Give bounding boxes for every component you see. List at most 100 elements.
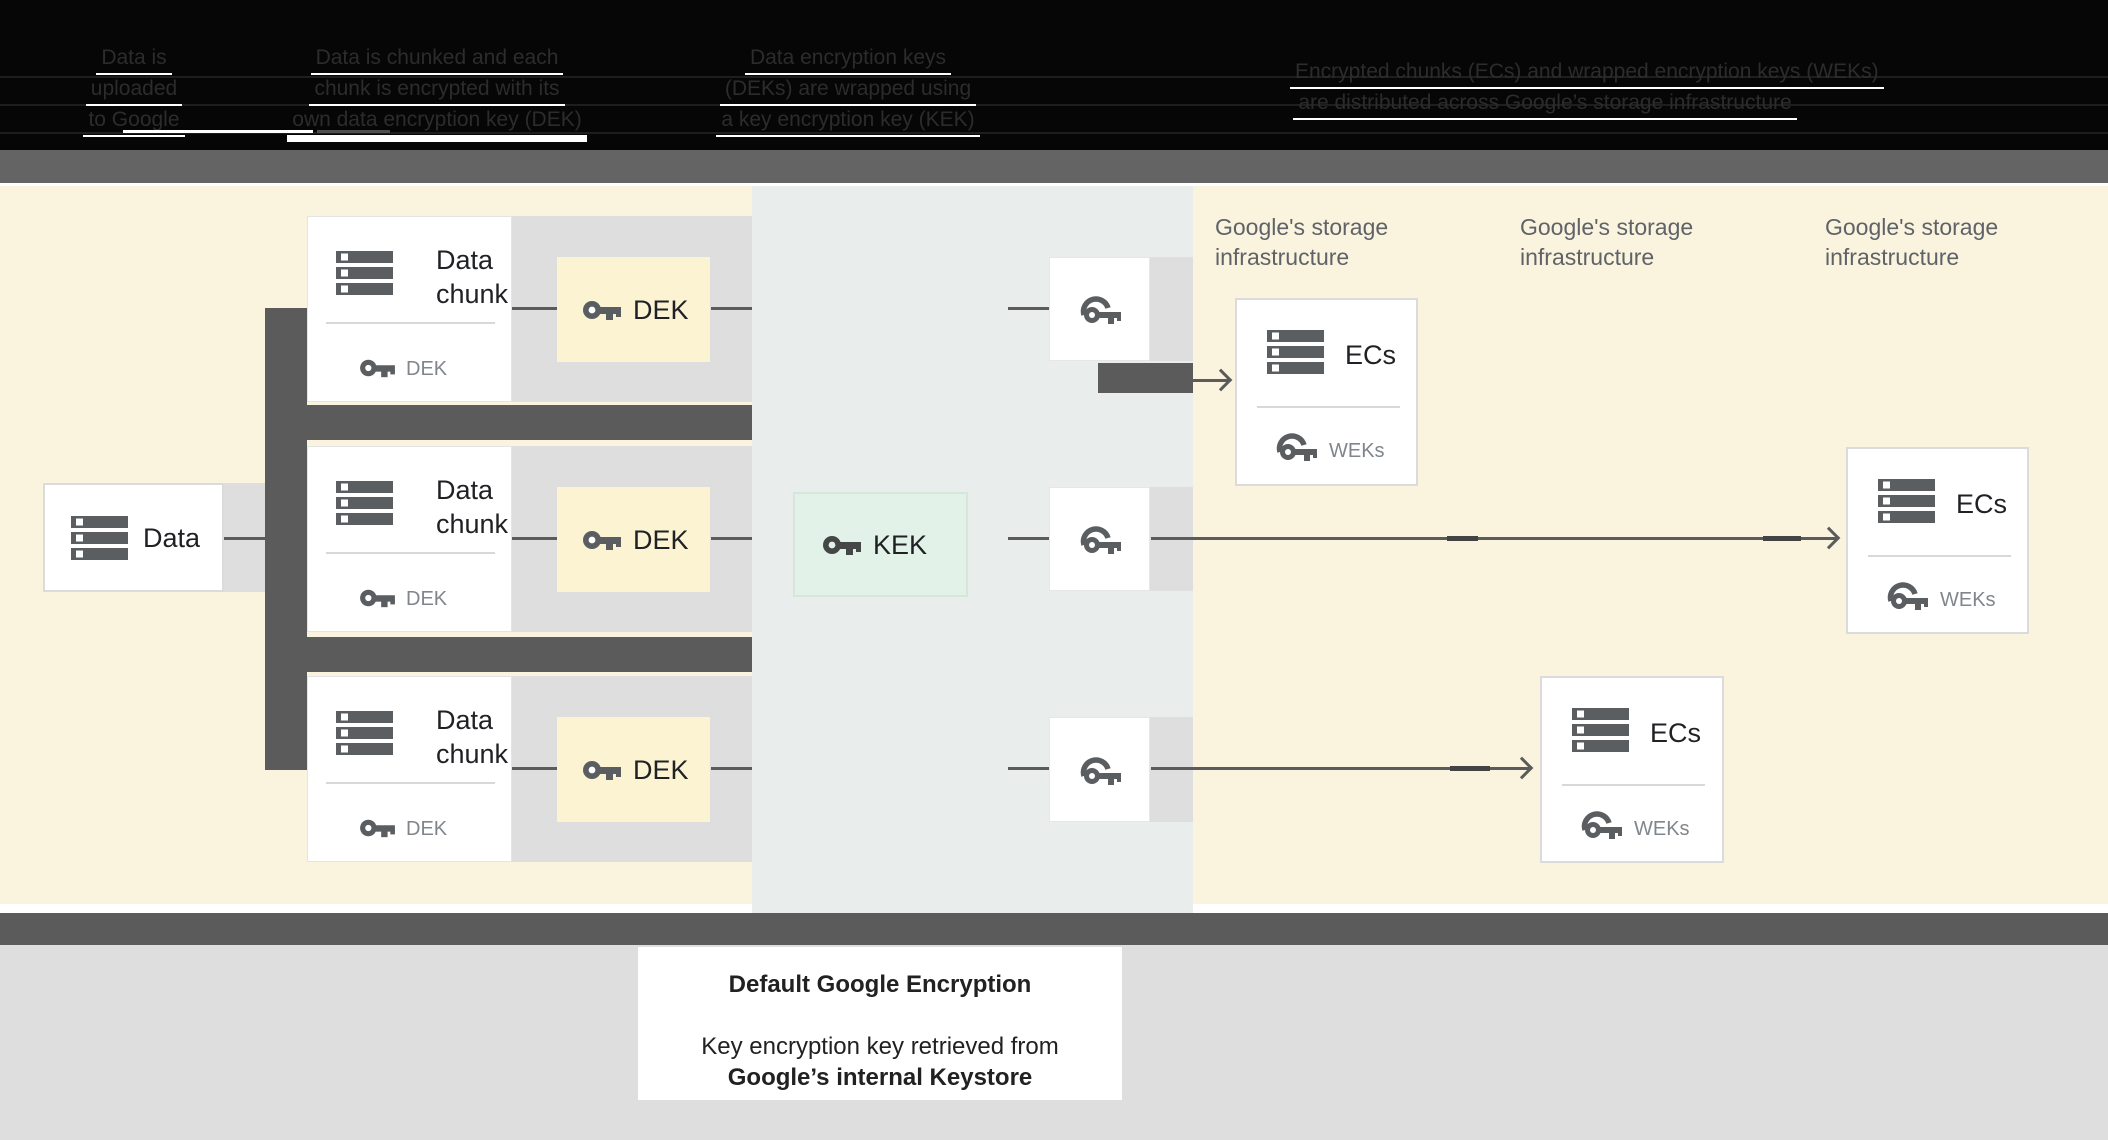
data-chunk-box: Data chunk DEK	[307, 216, 512, 402]
note-wrapping: Data encryption keys (DEKs) are wrapped …	[688, 44, 1008, 137]
chunk-key-label: DEK	[406, 588, 448, 610]
wrapped-key-icon	[1080, 296, 1121, 324]
header-artifact-dash	[123, 130, 313, 133]
ecs-title: ECs	[1956, 489, 2008, 519]
chunk-key-label: DEK	[406, 818, 448, 840]
wrapped-key-icon	[1276, 433, 1317, 461]
dek-box: DEK	[557, 717, 710, 822]
key1-in-line	[1008, 307, 1049, 310]
data-box: Data	[43, 483, 224, 592]
dek-label: DEK	[633, 295, 689, 325]
divider	[326, 552, 495, 554]
key-icon	[823, 536, 861, 555]
divider	[1257, 406, 1400, 408]
key-icon	[360, 359, 395, 378]
wrapped-key-icon	[1581, 811, 1622, 839]
wrapped-key-box	[1049, 257, 1150, 361]
server-icon	[336, 481, 393, 525]
storage-label: Google's storage infrastructure	[1520, 214, 1694, 270]
wrapped-key-box	[1049, 717, 1150, 822]
bottom-divider-band	[0, 913, 2108, 945]
note-line: a key encryption key (KEK)	[716, 106, 980, 137]
header-artifact-dash	[317, 130, 390, 133]
ecs-key-label: WEKs	[1329, 440, 1385, 462]
dek-box: DEK	[557, 487, 710, 592]
data-chunk-box: Data chunk DEK	[307, 446, 512, 632]
ecs-box: ECs WEKs	[1235, 298, 1418, 486]
wrapped-key-icon	[1887, 582, 1928, 610]
note-line: uploaded	[85, 75, 183, 106]
server-icon	[336, 251, 393, 295]
divider	[1562, 784, 1705, 786]
dek-label: DEK	[633, 755, 689, 785]
row-gap-bar-1	[307, 405, 752, 440]
caption-title: Default Google Encryption	[728, 971, 1032, 998]
key-icon	[583, 761, 621, 780]
key-icon	[360, 819, 395, 838]
header-rule	[0, 132, 2108, 134]
divider	[1868, 555, 2011, 557]
caption-line-bold: Google’s internal Keystore	[727, 1064, 1033, 1091]
wrapped-key-out-bar	[1098, 363, 1193, 393]
chunk3-to-dek-line	[512, 767, 557, 770]
dek2-out-line	[711, 537, 752, 540]
top-divider-band	[0, 150, 2108, 183]
note-line: to Google	[83, 106, 185, 137]
data-to-bar-line	[224, 537, 267, 540]
ecs-box: ECs WEKs	[1540, 676, 1724, 863]
chunk2-to-dek-line	[512, 537, 557, 540]
key3-in-line	[1008, 767, 1049, 770]
dek-label: DEK	[633, 525, 689, 555]
note-line: (DEKs) are wrapped using	[719, 75, 977, 106]
chunk1-to-dek-line	[512, 307, 557, 310]
arrow2-splice	[1763, 536, 1801, 541]
note-line: Data is chunked and each	[310, 44, 564, 75]
row-gap-bar-2	[307, 637, 752, 672]
note-line: Data is	[96, 44, 172, 75]
kek-box: KEK	[793, 492, 968, 597]
header-notes-band: Data is uploaded to Google Data is chunk…	[0, 0, 2108, 150]
wrapped-key-box	[1049, 487, 1150, 591]
note-line: are distributed across Google’s storage …	[1293, 89, 1797, 120]
arrow3-line	[1151, 767, 1529, 770]
chunk-title: Data chunk	[436, 245, 509, 309]
note-line: Encrypted chunks (ECs) and wrapped encry…	[1290, 58, 1884, 89]
ecs-box: ECs WEKs	[1846, 447, 2029, 634]
key-icon	[583, 301, 621, 320]
dek3-out-line	[711, 767, 752, 770]
divider	[326, 322, 495, 324]
dek-box: DEK	[557, 257, 710, 362]
storage-label: Google's storage infrastructure	[1215, 214, 1389, 270]
arrow3-splice	[1450, 766, 1490, 771]
caption-line: Key encryption key retrieved from	[701, 1033, 1059, 1060]
fanout-vertical-bar	[265, 308, 307, 770]
wrapped-key-icon	[1080, 526, 1121, 554]
chunk-title: Data chunk	[436, 475, 509, 539]
server-icon	[71, 516, 128, 560]
arrow2-splice	[1447, 536, 1478, 541]
note-distribution: Encrypted chunks (ECs) and wrapped encry…	[1290, 58, 1884, 120]
key-icon	[360, 589, 395, 608]
ecs-title: ECs	[1650, 718, 1702, 748]
header-rule	[0, 76, 2108, 78]
server-icon	[1878, 479, 1935, 523]
wrapped-key-icon	[1080, 756, 1121, 785]
key2-in-line	[1008, 537, 1049, 540]
ecs-key-label: WEKs	[1634, 818, 1690, 840]
server-icon	[1267, 330, 1324, 374]
chunk-title: Data chunk	[436, 705, 509, 769]
key-icon	[583, 531, 621, 550]
header-rule	[0, 104, 2108, 106]
note-upload: Data is uploaded to Google	[59, 44, 209, 137]
server-icon	[336, 711, 393, 755]
arrow2-line	[1151, 537, 1836, 540]
arrow1-line	[1193, 379, 1228, 382]
storage-label: Google's storage infrastructure	[1825, 214, 1999, 270]
chunk-key-label: DEK	[406, 358, 448, 380]
dek1-out-line	[711, 307, 752, 310]
data-chunk-box: Data chunk DEK	[307, 676, 512, 862]
server-icon	[1572, 708, 1629, 752]
note-line: own data encryption key (DEK)	[287, 106, 587, 137]
key1-strip	[1150, 257, 1193, 361]
